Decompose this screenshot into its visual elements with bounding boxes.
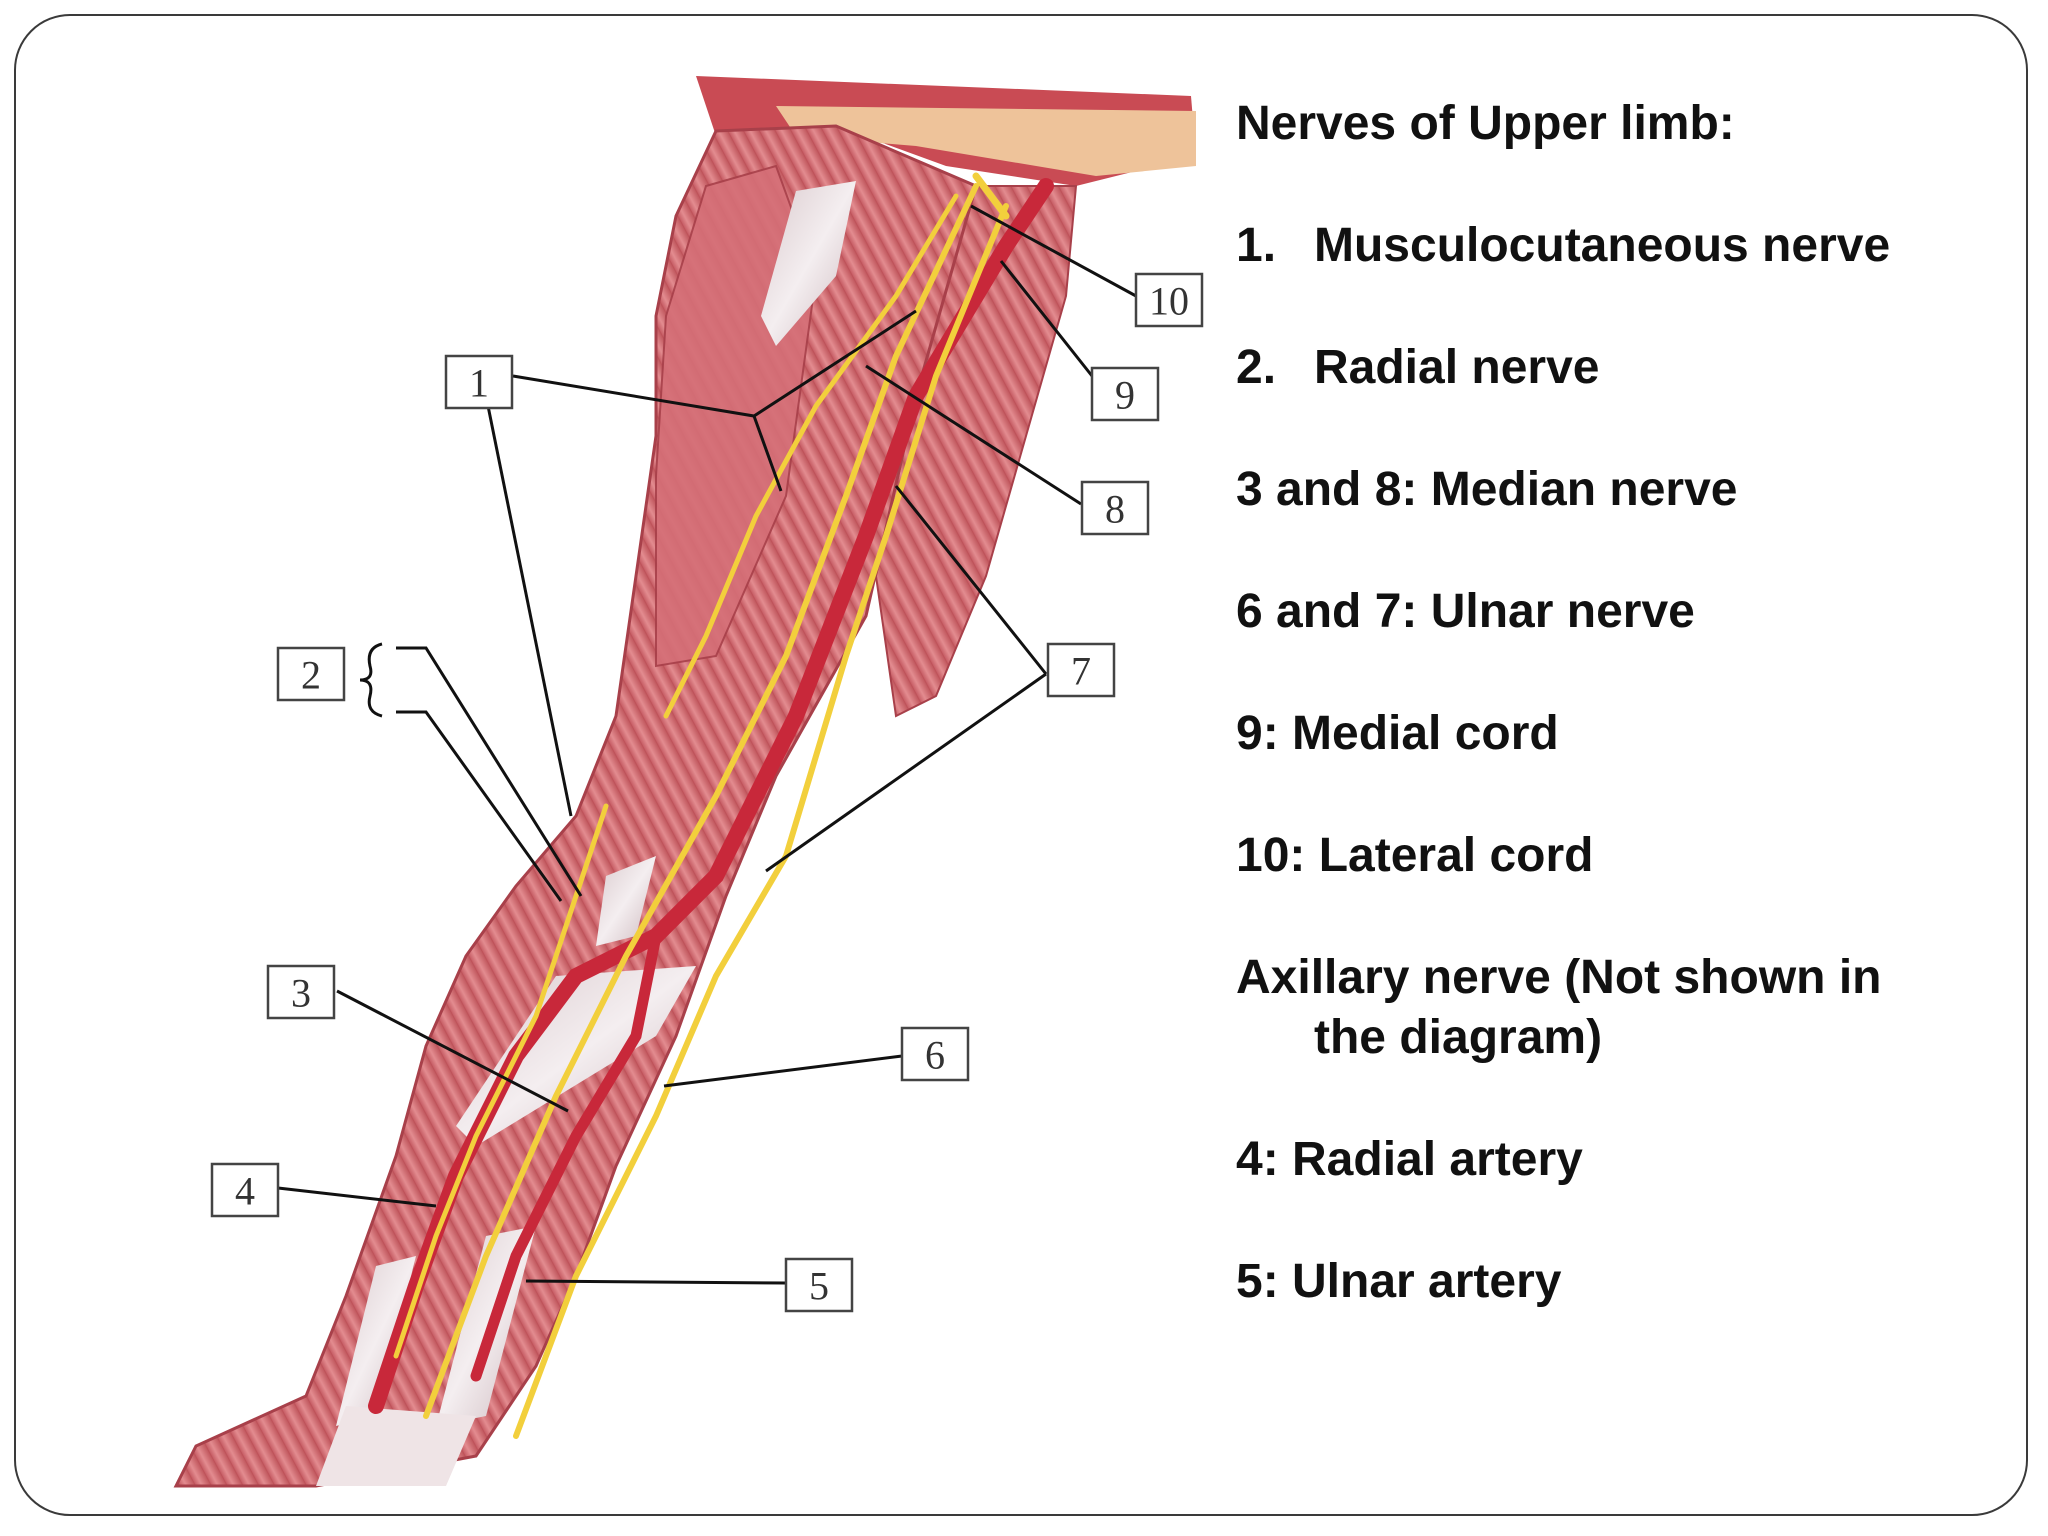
- legend-item-musculocutaneous: 1. Musculocutaneous nerve: [1236, 216, 2016, 276]
- legend-panel: Nerves of Upper limb: 1. Musculocutaneous…: [1236, 94, 2016, 1374]
- svg-text:4: 4: [235, 1169, 255, 1214]
- legend-item-median-nerve: 3 and 8: Median nerve: [1236, 460, 2016, 520]
- legend-item-ulnar-nerve: 6 and 7: Ulnar nerve: [1236, 582, 2016, 642]
- svg-text:1: 1: [469, 361, 489, 406]
- brace-2: [359, 642, 383, 718]
- svg-text:5: 5: [809, 1264, 829, 1309]
- ulnar-artery-vessel: [470, 930, 662, 1382]
- label-5: 5: [784, 1257, 854, 1313]
- legend-item-text: 4: Radial artery: [1236, 1133, 1583, 1186]
- svg-text:3: 3: [291, 971, 311, 1016]
- svg-text:8: 8: [1105, 487, 1125, 532]
- label-7: 7: [1046, 642, 1116, 698]
- leader-7b: [765, 672, 1047, 873]
- legend-item-text: Musculocutaneous nerve: [1314, 219, 1891, 272]
- musculocutaneous-nerve: [663, 193, 959, 719]
- leader-2a: [396, 646, 583, 897]
- elbow-tendon: [596, 856, 656, 946]
- lateral-cord: [972, 172, 1010, 220]
- label-6: 6: [900, 1026, 970, 1082]
- leader-10: [970, 204, 1137, 298]
- label-8: 8: [1080, 480, 1150, 536]
- median-nerve: [423, 183, 979, 1419]
- brachial-artery: [368, 178, 1054, 1414]
- leader-5: [525, 1279, 787, 1285]
- leader-6: [663, 1054, 903, 1088]
- label-3: 3: [266, 964, 336, 1020]
- legend-item-text: 6 and 7: Ulnar nerve: [1236, 585, 1695, 638]
- leader-3: [336, 989, 569, 1113]
- leader-9: [999, 260, 1098, 382]
- legend-item-ulnar-artery: 5: Ulnar artery: [1236, 1252, 2016, 1312]
- legend-item-medial-cord: 9: Medial cord: [1236, 704, 2016, 764]
- svg-text:10: 10: [1149, 279, 1189, 324]
- slide-frame: 1 2 3 4 5 6 7: [14, 14, 2028, 1516]
- svg-text:9: 9: [1115, 373, 1135, 418]
- legend-item-text-continued: the diagram): [1314, 1011, 1603, 1064]
- label-10: 10: [1134, 272, 1204, 328]
- label-4: 4: [210, 1162, 280, 1218]
- legend-item-number: 1.: [1236, 219, 1277, 272]
- label-2: 2: [276, 646, 346, 702]
- shoulder-tendon: [761, 181, 856, 346]
- legend-item-number: 2.: [1236, 341, 1277, 394]
- legend-item-text: 5: Ulnar artery: [1236, 1255, 1562, 1308]
- legend-title: Nerves of Upper limb:: [1236, 97, 1735, 150]
- legend-item-text: 10: Lateral cord: [1236, 829, 1594, 882]
- label-1: 1: [444, 354, 514, 410]
- legend-item-text: Axillary nerve (Not shown in: [1236, 951, 1882, 1004]
- legend-item-radial-nerve: 2. Radial nerve: [1236, 338, 2016, 398]
- svg-text:7: 7: [1071, 649, 1091, 694]
- svg-text:2: 2: [301, 653, 321, 698]
- upper-limb-diagram: 1 2 3 4 5 6 7: [16, 16, 1246, 1514]
- radial-nerve: [393, 803, 609, 1359]
- legend-item-radial-artery: 4: Radial artery: [1236, 1130, 2016, 1190]
- leader-7a: [894, 485, 1048, 675]
- forearm-tendon-c: [336, 1256, 416, 1426]
- legend-item-lateral-cord: 10: Lateral cord: [1236, 826, 2016, 886]
- legend-item-text: 3 and 8: Median nerve: [1236, 463, 1738, 516]
- legend-item-text: Radial nerve: [1314, 341, 1600, 394]
- leader-2b: [396, 710, 563, 902]
- leader-4: [277, 1186, 437, 1208]
- label-9: 9: [1090, 366, 1160, 422]
- svg-text:6: 6: [925, 1033, 945, 1078]
- legend-item-axillary-nerve: Axillary nerve (Not shown in the diagram…: [1236, 948, 2016, 1068]
- legend-item-text: 9: Medial cord: [1236, 707, 1559, 760]
- fat-layer: [776, 106, 1196, 176]
- arm-illustration: 1 2 3 4 5 6 7: [173, 76, 1204, 1488]
- legend-list: 1.Musculocutaneous nerve 2.Radial nerve …: [1236, 216, 2016, 1312]
- leader-1b: [484, 395, 573, 817]
- wrist-tendons: [316, 1406, 476, 1486]
- leader-8: [865, 364, 1082, 506]
- leader-1c: [752, 415, 783, 492]
